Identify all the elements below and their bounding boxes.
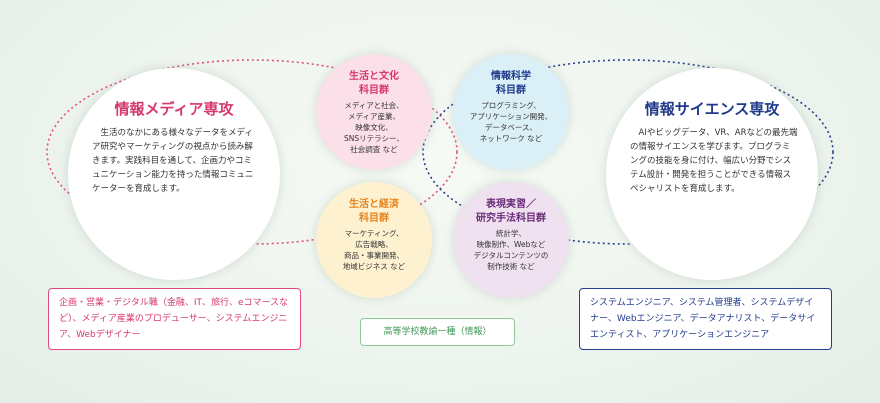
research-subjects: 統計学、 映像制作、Webなど デジタルコンテンツの 制作技術 など (473, 229, 549, 271)
info-science-major-title: 情報サイエンス専攻 (644, 100, 780, 118)
info-science-major-circle: 情報サイエンス専攻 AIやビッグデータ、VR、ARなどの最先端の情報サイエンスを… (606, 68, 818, 280)
life-economy-title: 生活と経済 科目群 (349, 199, 399, 224)
info-science-career-box: システムエンジニア、システム管理者、システムデザイナー、Webエンジニア、データ… (579, 288, 832, 350)
media-major-description: 生活のなかにある様々なデータをメディア研究やマーケティングの視点から読み解きます… (92, 128, 254, 194)
life-culture-subject-circle: 生活と文化 科目群 メディアと社会、 メディア産業、 映像文化、 SNSリテラシ… (316, 54, 432, 170)
media-career-box: 企画・営業・デジタル職（金融、IT、旅行、eコマースなど）、メディア産業のプロデ… (48, 288, 301, 350)
research-subject-circle: 表現実習／ 研究手法科目群 統計学、 映像制作、Webなど デジタルコンテンツの… (453, 182, 569, 298)
research-title: 表現実習／ 研究手法科目群 (476, 199, 546, 224)
media-major-title: 情報メディア専攻 (114, 100, 234, 118)
life-economy-subjects: マーケティング、 広告戦略、 商品・事業開発、 地域ビジネス など (342, 229, 406, 271)
life-culture-subjects: メディアと社会、 メディア産業、 映像文化、 SNSリテラシー、 社会調査 など (344, 101, 404, 154)
teacher-license-box: 高等学校教諭一種（情報） (360, 318, 515, 346)
life-economy-subject-circle: 生活と経済 科目群 マーケティング、 広告戦略、 商品・事業開発、 地域ビジネス… (316, 182, 432, 298)
info-science-subject-title: 情報科学 科目群 (491, 71, 531, 96)
life-culture-title: 生活と文化 科目群 (349, 71, 399, 96)
info-dotted-loop (422, 59, 834, 245)
media-major-circle: 情報メディア専攻 生活のなかにある様々なデータをメディア研究やマーケティングの視… (68, 68, 280, 280)
info-science-subjects: プログラミング、 アプリケーション開発、 データベース、 ネットワーク など (469, 101, 553, 143)
info-science-subject-circle: 情報科学 科目群 プログラミング、 アプリケーション開発、 データベース、 ネッ… (453, 54, 569, 170)
info-science-major-description: AIやビッグデータ、VR、ARなどの最先端の情報サイエンスを学びます。プログラミ… (630, 128, 798, 194)
